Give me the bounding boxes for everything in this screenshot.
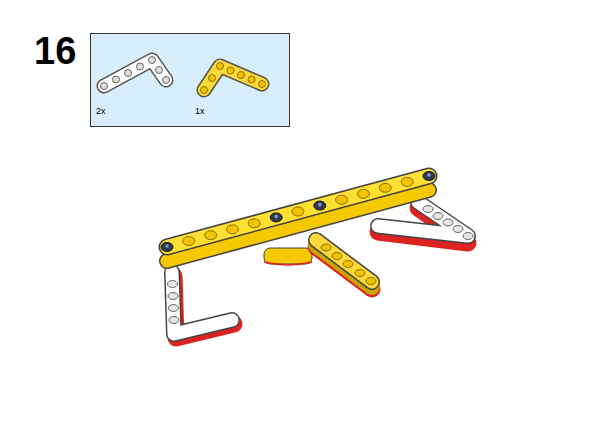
part-count: 1x (195, 107, 205, 116)
yellow-l-beam-icon (201, 63, 266, 94)
white-l-beam (168, 272, 235, 338)
parts-box (91, 34, 290, 127)
white-l-beam-icon (101, 57, 170, 90)
part-count: 2x (96, 107, 106, 116)
yellow-long-beam (161, 172, 435, 262)
yellow-l-beam (264, 240, 376, 289)
step-number: 16 (34, 32, 76, 70)
